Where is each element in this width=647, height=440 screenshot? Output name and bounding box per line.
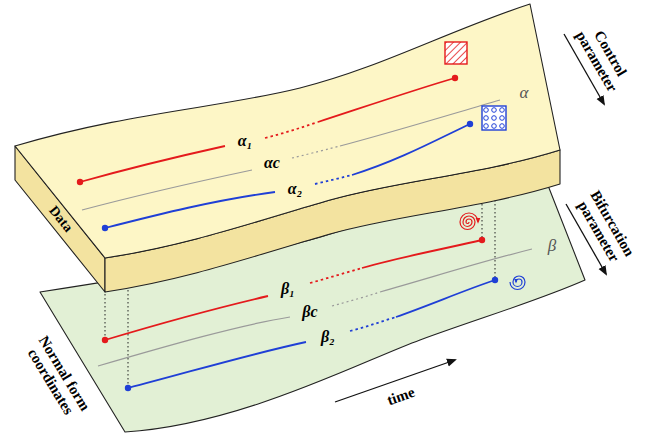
trajectory-dot — [77, 179, 83, 185]
bifurcation-value-label: β₂ — [319, 329, 337, 346]
trajectory-dot — [102, 225, 108, 231]
control-value-label: αc — [262, 155, 282, 172]
axis-symbol: β — [548, 237, 556, 255]
data-slab: Dataα₁αcα₂α — [8, 0, 614, 300]
control-value-label: α₁ — [236, 133, 254, 150]
trajectory-dot — [452, 75, 458, 81]
trajectory-dot — [479, 237, 485, 243]
axis-symbol: α — [520, 84, 529, 102]
bifurcation-value-label: βc — [300, 304, 319, 321]
trajectory-dot — [492, 277, 498, 283]
normal-form-surface — [40, 165, 585, 432]
data-slab-outline — [8, 0, 614, 300]
axis-title: Control parameter — [571, 19, 634, 97]
bifurcation-value-label: β₁ — [279, 281, 297, 298]
spot-pattern-icon — [482, 106, 506, 130]
control-value-label: α₂ — [286, 181, 304, 198]
slab-top-surface — [15, 4, 560, 258]
stripe-pattern-icon — [445, 42, 467, 64]
pattern-icon-ground — [482, 106, 506, 130]
trajectory-dot — [467, 121, 473, 127]
axis-title: Bifurcation parameter — [570, 184, 639, 272]
trajectory-dot — [125, 385, 131, 391]
time-axis-label: time — [385, 385, 417, 409]
trajectory-dot — [102, 337, 108, 343]
pattern-icon-ground — [445, 42, 467, 64]
